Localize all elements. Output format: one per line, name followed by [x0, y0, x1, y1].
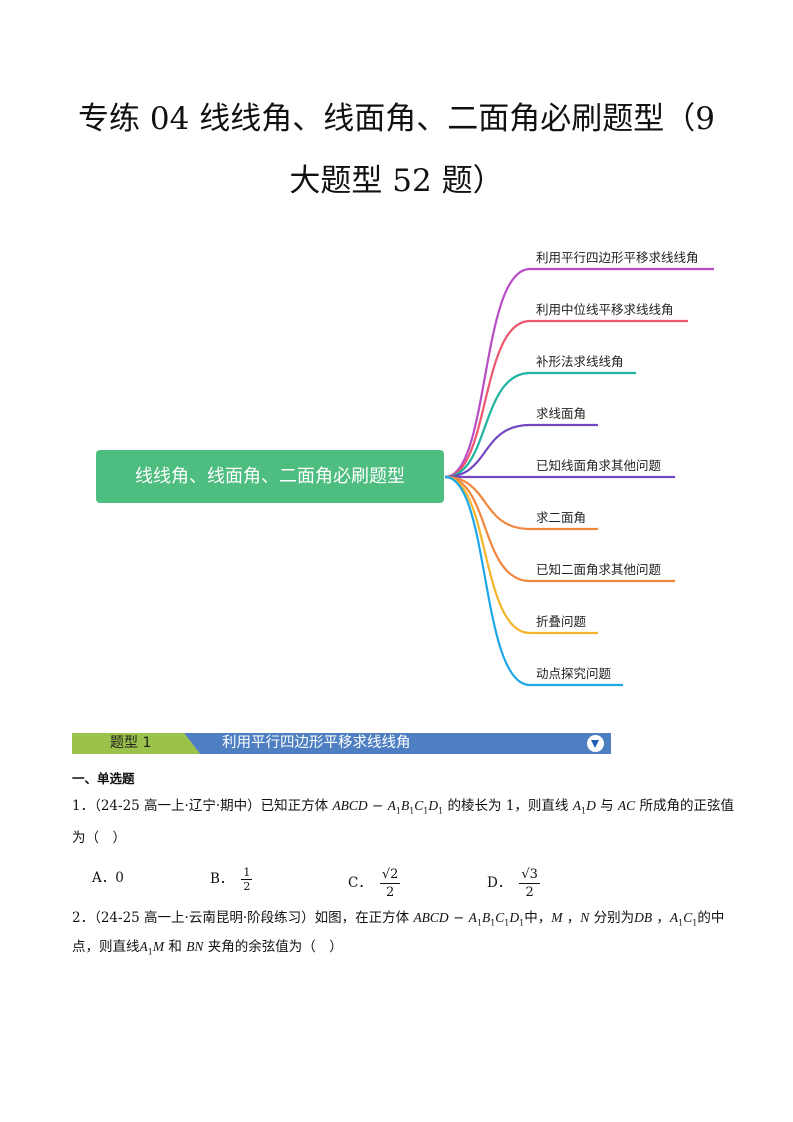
- mindmap-branch-label: 求线面角: [536, 406, 587, 421]
- mindmap-branch-label: 动点探究问题: [536, 666, 612, 681]
- q1-line2: 为（ ）: [72, 830, 126, 846]
- option-d-label: D．: [487, 875, 512, 891]
- mindmap-branch-label: 求二面角: [536, 510, 587, 525]
- q1-text: 与: [600, 798, 614, 814]
- mindmap-branch-line: [444, 319, 688, 479]
- question-type-banner: 利用平行四边形平移求线线角 题型 1: [72, 733, 611, 754]
- frac-num: 1: [241, 866, 253, 880]
- mindmap-branches: [444, 267, 714, 687]
- q2-text: 2．（24-25 高一上·云南昆明·阶段练习）如图，在正方体: [72, 910, 410, 926]
- section-heading: 一、单选题: [72, 771, 135, 786]
- mindmap-branch-line: [444, 267, 714, 479]
- q2-text: 的中: [697, 910, 725, 926]
- frac-den: 2: [385, 885, 395, 900]
- q2-text: 点，则直线: [72, 939, 140, 955]
- q2-line2: 点，则直线A1M 和 BN 夹角的余弦值为（ ）: [72, 939, 343, 957]
- mindmap-branch-line: [444, 423, 598, 479]
- q2-text: 和: [168, 939, 182, 955]
- option-a: A．0: [92, 870, 124, 886]
- frac-den: 2: [525, 885, 534, 900]
- q2-text: 夹角的余弦值为（ ）: [207, 939, 343, 955]
- option-b-label: B．: [210, 871, 234, 887]
- q2-text: 分别为: [593, 910, 635, 926]
- q1-text: 1．（24-25 高一上·辽宁·期中）已知正方体: [72, 798, 329, 814]
- doc-title-line1: 专练 04 线线角、线面角、二面角必刷题型（9: [78, 101, 715, 137]
- mindmap-branch-line: [444, 371, 636, 479]
- q2-m: M: [551, 910, 563, 925]
- q2-db: DB: [634, 910, 653, 925]
- q2-text: 中，: [524, 910, 552, 926]
- mindmap-branch-line: [444, 475, 675, 583]
- mindmap-branch-label: 已知线面角求其他问题: [536, 458, 662, 473]
- mindmap-branch-label: 折叠问题: [536, 614, 587, 629]
- mindmap-branch-label: 已知二面角求其他问题: [536, 562, 662, 577]
- q2-bn: BN: [186, 939, 204, 954]
- option-c-label: C．: [348, 875, 372, 891]
- q2-text: ，: [566, 910, 581, 926]
- mindmap-branch-label: 利用中位线平移求线线角: [536, 302, 674, 317]
- question-2: 2．（24-25 高一上·云南昆明·阶段练习）如图，在正方体 ABCD − A1…: [72, 910, 725, 928]
- q1-text: 的棱长为 1，则直线: [447, 798, 569, 814]
- banner-title: 利用平行四边形平移求线线角: [184, 733, 611, 754]
- frac-den: 2: [243, 880, 251, 893]
- mindmap-branch-label: 补形法求线线角: [536, 354, 624, 369]
- doc-title-line2: 大题型 52 题）: [289, 163, 504, 199]
- frac-num: √2: [379, 867, 401, 884]
- banner-title-text: 利用平行四边形平移求线线角: [222, 735, 411, 751]
- mindmap-branch-line: [444, 475, 598, 635]
- q2-n: N: [580, 910, 590, 925]
- q1-text: 所成角的正弦值: [639, 798, 734, 814]
- banner-tag: 题型 1: [72, 733, 200, 754]
- question-1: 1．（24-25 高一上·辽宁·期中）已知正方体 ABCD − A1B1C1D1…: [72, 798, 734, 816]
- mindmap-root: 线线角、线面角、二面角必刷题型: [96, 450, 444, 503]
- frac-num: √3: [519, 867, 540, 884]
- collapse-triangle-icon[interactable]: [587, 735, 604, 752]
- mindmap-branch-line: [444, 475, 623, 687]
- mindmap-branch-label: 利用平行四边形平移求线线角: [536, 250, 699, 265]
- mindmap-branch-line: [444, 475, 598, 531]
